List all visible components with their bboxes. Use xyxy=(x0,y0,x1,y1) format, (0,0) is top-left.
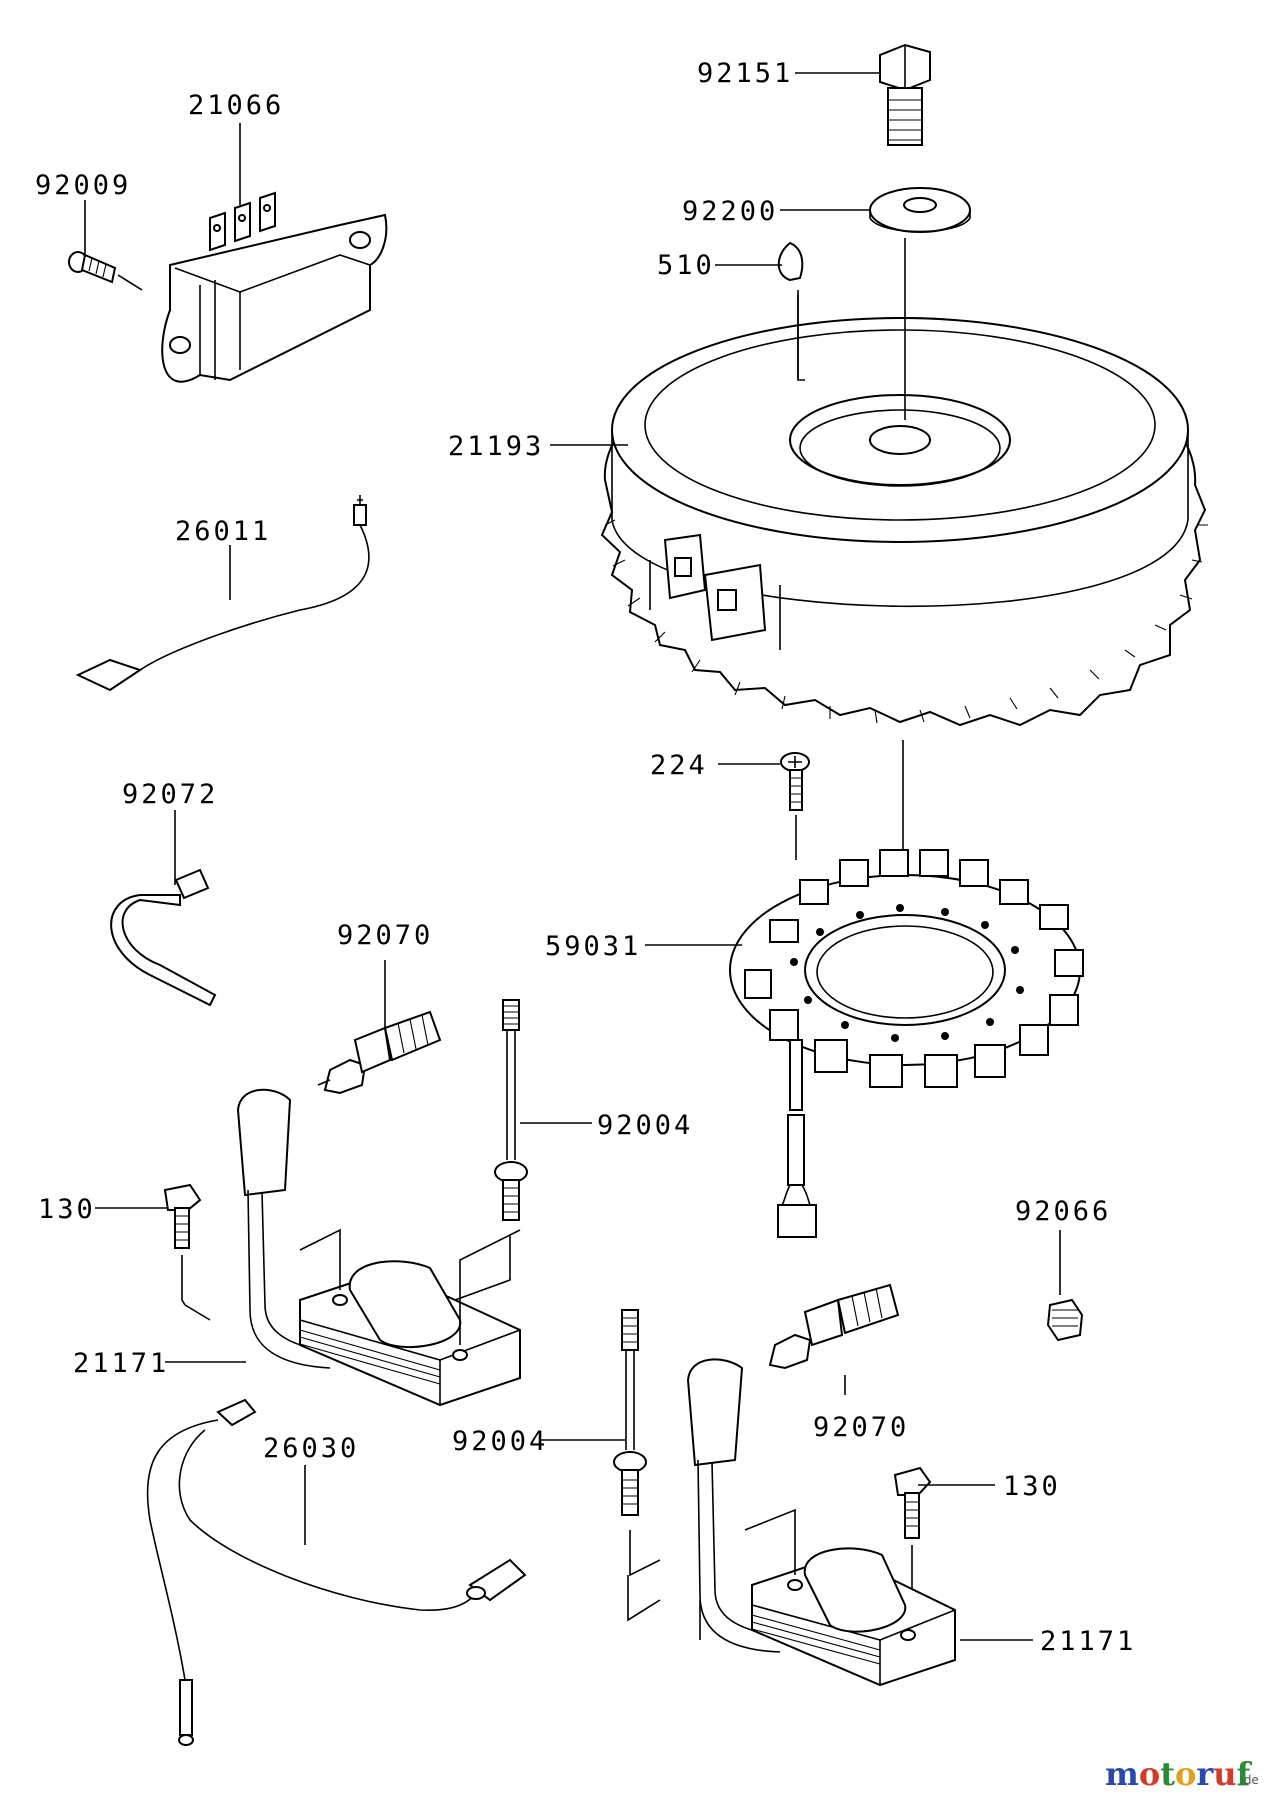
screw-92009-drawing xyxy=(68,251,143,291)
watermark-letter: f xyxy=(1236,1755,1252,1793)
spark-plug-left-drawing xyxy=(317,1010,442,1095)
bolt-92151-drawing xyxy=(879,43,931,146)
stud-lower-drawing xyxy=(613,1309,661,1577)
watermark-letter: r xyxy=(1196,1755,1214,1793)
lead-wire-26030-drawing xyxy=(146,1398,527,1746)
label-130-left: 130 xyxy=(38,1194,96,1225)
watermark-letter: u xyxy=(1213,1755,1236,1793)
bolt-130-right-drawing xyxy=(893,1466,932,1620)
label-21171-left: 21171 xyxy=(73,1348,169,1379)
label-21066: 21066 xyxy=(188,90,284,121)
watermark-logo: motoruf .de xyxy=(1105,1755,1259,1793)
flywheel-drawing xyxy=(600,316,1208,727)
ignition-coil-right-drawing xyxy=(627,1358,956,1687)
label-92066: 92066 xyxy=(1015,1196,1111,1227)
watermark-suffix: .de xyxy=(1240,1773,1259,1787)
label-26030: 26030 xyxy=(263,1433,359,1464)
watermark-letter: o xyxy=(1139,1755,1160,1793)
watermark-letter: t xyxy=(1160,1755,1175,1793)
bolt-130-left-drawing xyxy=(163,1183,211,1321)
label-92072: 92072 xyxy=(122,779,218,810)
svg-text:motoruf: motoruf xyxy=(1105,1755,1252,1793)
watermark-letter: o xyxy=(1175,1755,1196,1793)
lead-wire-26011-drawing xyxy=(75,495,370,692)
screw-224-drawing xyxy=(780,752,810,860)
ignition-coil-left-drawing xyxy=(236,1088,521,1407)
plug-92066-drawing xyxy=(1046,1298,1084,1342)
label-92151: 92151 xyxy=(697,58,793,89)
label-26011: 26011 xyxy=(175,516,271,547)
spark-plug-right-drawing xyxy=(768,1283,900,1370)
label-21171-right: 21171 xyxy=(1040,1626,1136,1657)
leader-lines xyxy=(84,72,1061,1641)
band-92072-drawing xyxy=(110,868,217,1007)
stator-drawing xyxy=(729,849,1084,1238)
washer-92200-drawing xyxy=(869,187,971,233)
label-92004-lower: 92004 xyxy=(452,1426,548,1457)
label-92200: 92200 xyxy=(682,196,778,227)
label-59031: 59031 xyxy=(545,931,641,962)
label-92070-lower: 92070 xyxy=(813,1412,909,1443)
watermark-letter: m xyxy=(1105,1755,1139,1793)
label-92070-upper: 92070 xyxy=(337,920,433,951)
stud-upper-drawing xyxy=(454,999,528,1301)
label-510: 510 xyxy=(657,250,715,281)
label-224: 224 xyxy=(650,750,708,781)
regulator-drawing xyxy=(161,191,388,383)
label-21193: 21193 xyxy=(448,431,544,462)
label-92004-upper: 92004 xyxy=(597,1110,693,1141)
label-130-right: 130 xyxy=(1003,1471,1061,1502)
label-92009: 92009 xyxy=(35,170,131,201)
